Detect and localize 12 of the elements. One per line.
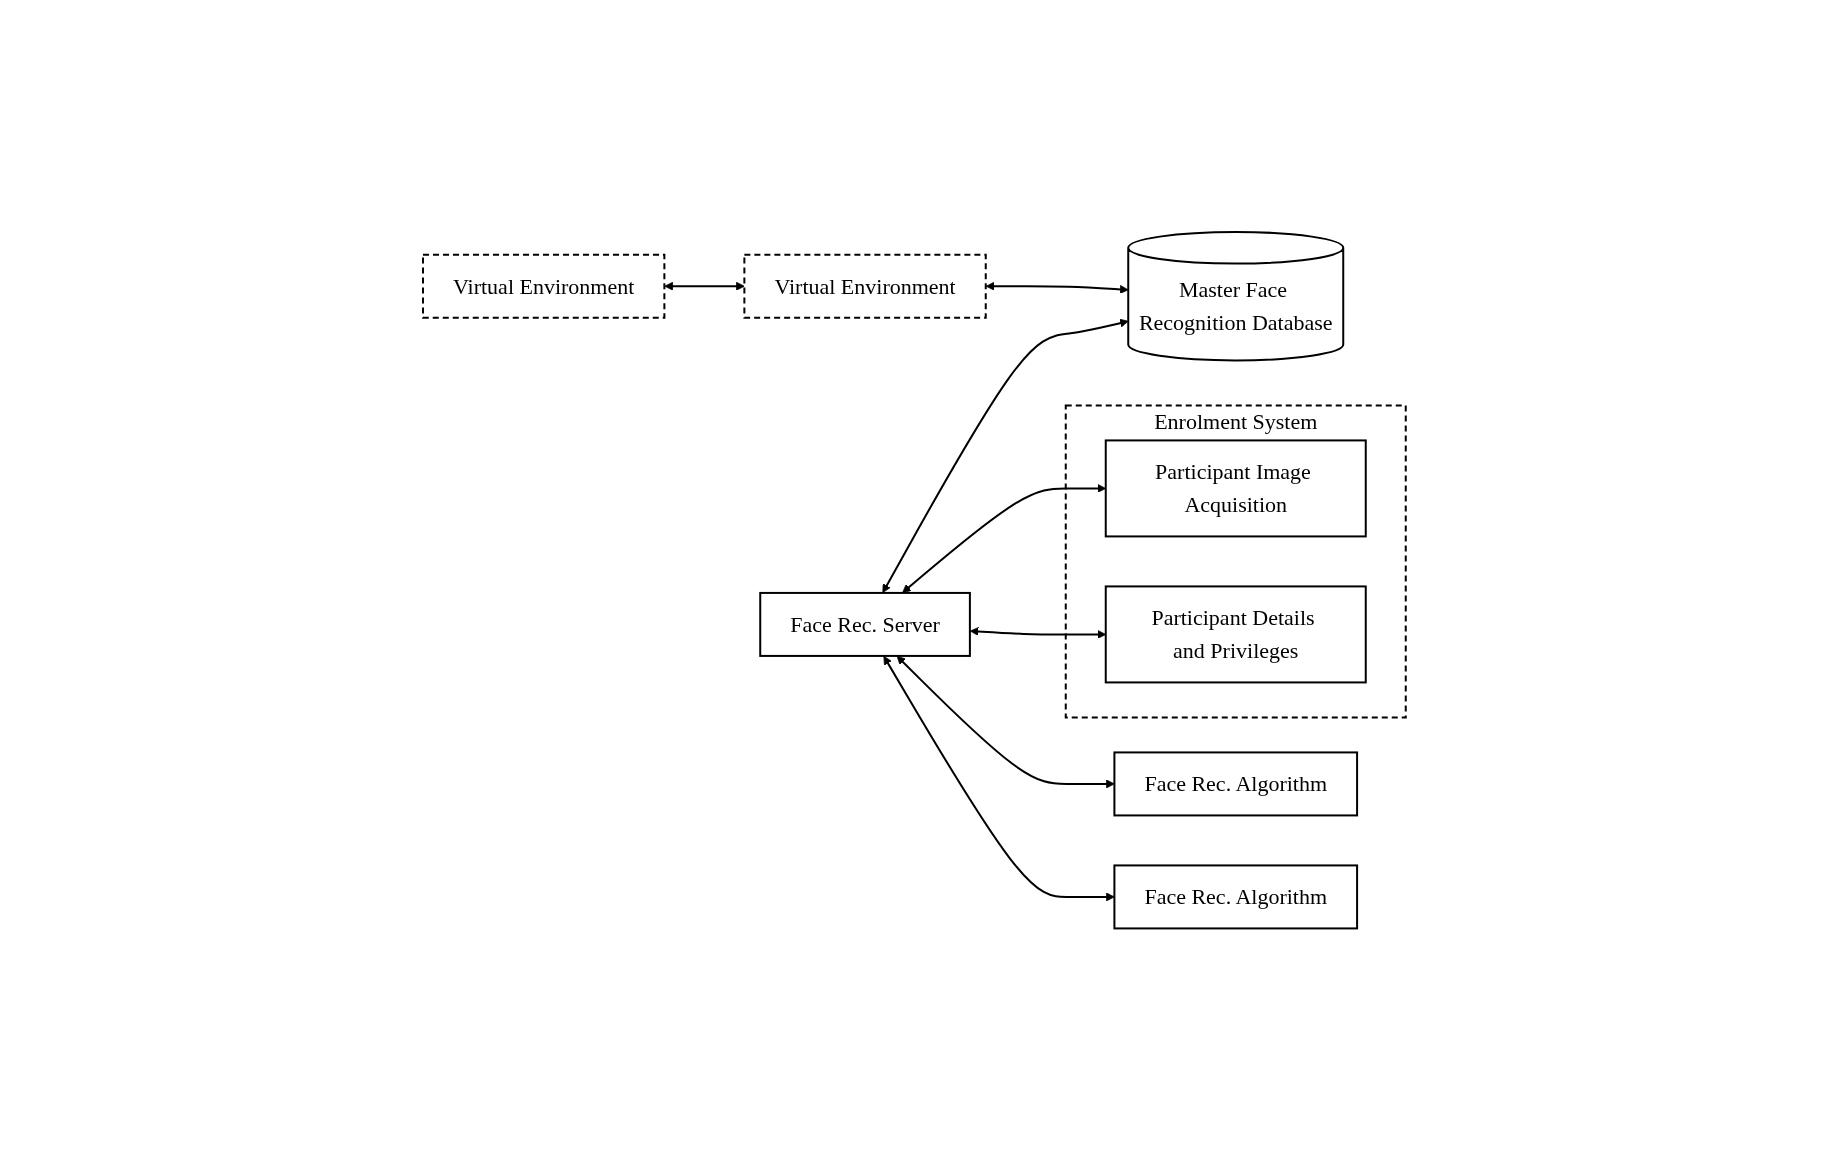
arrow xyxy=(664,282,745,291)
arrow xyxy=(882,319,1129,594)
node-box: Participant Image Acquisition xyxy=(1104,439,1367,538)
arrow xyxy=(896,656,1115,789)
node-box: Participant Details and Privileges xyxy=(1104,585,1367,684)
node-box: Virtual Environment xyxy=(422,254,666,319)
arrow xyxy=(883,656,1115,902)
node-box: Face Rec. Server xyxy=(759,592,971,658)
arrow xyxy=(985,282,1129,295)
node-box: Face Rec. Algorithm xyxy=(1113,751,1359,817)
node-box: Face Rec. Algorithm xyxy=(1113,864,1359,930)
node-box: Virtual Environment xyxy=(743,254,987,319)
